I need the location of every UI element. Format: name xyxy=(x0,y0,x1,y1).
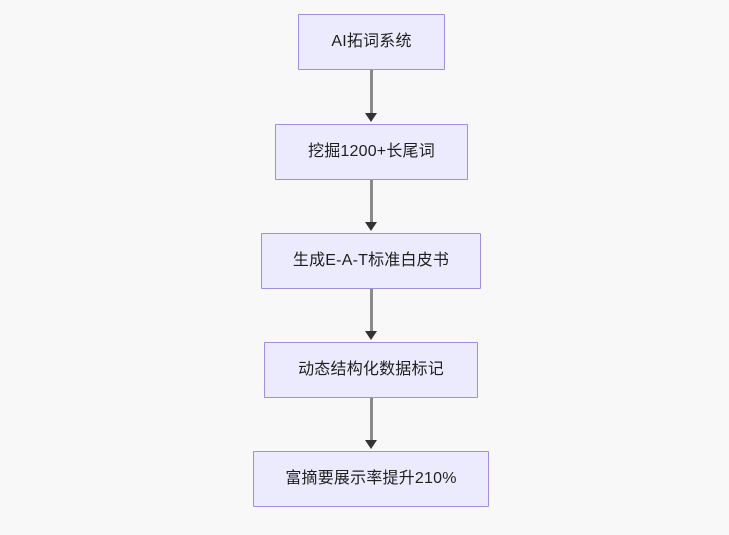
connector-n4-n5 xyxy=(370,398,373,442)
flow-node-generate-eat-whitepaper[interactable]: 生成E-A-T标准白皮书 xyxy=(261,233,481,289)
flow-node-label: 富摘要展示率提升210% xyxy=(285,470,457,487)
flow-node-ai-keyword-system[interactable]: AI拓词系统 xyxy=(298,14,445,70)
flow-node-label: AI拓词系统 xyxy=(331,33,412,50)
connector-n1-n2 xyxy=(370,70,373,115)
arrowhead-n4-n5 xyxy=(365,440,377,449)
arrowhead-n1-n2 xyxy=(365,113,377,122)
flow-node-label: 挖掘1200+长尾词 xyxy=(308,143,435,160)
flow-node-mine-longtail-keywords[interactable]: 挖掘1200+长尾词 xyxy=(275,124,468,180)
flow-node-dynamic-structured-data-markup[interactable]: 动态结构化数据标记 xyxy=(264,342,478,398)
connector-n2-n3 xyxy=(370,180,373,224)
arrowhead-n2-n3 xyxy=(365,222,377,231)
flow-node-label: 动态结构化数据标记 xyxy=(298,361,444,378)
flow-node-label: 生成E-A-T标准白皮书 xyxy=(292,252,450,269)
flow-node-rich-snippet-impression-uplift[interactable]: 富摘要展示率提升210% xyxy=(253,451,489,507)
arrowhead-n3-n4 xyxy=(365,331,377,340)
connector-n3-n4 xyxy=(370,289,373,333)
